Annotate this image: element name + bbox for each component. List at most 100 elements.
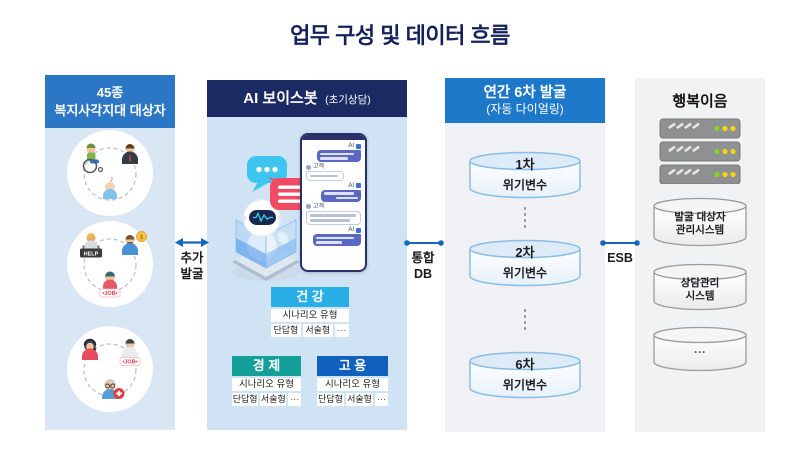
target-group-circle-2: HELP $ JOB xyxy=(67,221,153,307)
category-economy-cell-long: 서술형 xyxy=(260,393,287,406)
crisis-db-cylinder-2: 2차 위기변수 xyxy=(468,238,582,288)
category-employment-scenario: 시나리오 유형 xyxy=(317,378,388,391)
ai-bubble xyxy=(313,234,361,247)
ai-label: AI xyxy=(348,143,354,149)
dot-link-icon xyxy=(404,240,444,246)
ai-voicebot-header: AI 보이스봇 (초기상담) xyxy=(207,80,407,117)
coin-symbol-text: $ xyxy=(140,235,144,241)
job-badge-text: JOB xyxy=(104,291,115,297)
chat-message-list: AI 고객 AI 고객 AI xyxy=(302,140,365,248)
customer-avatar-icon xyxy=(306,204,311,210)
category-employment-cell-long: 서술형 xyxy=(346,393,374,406)
chat-screen: AI 고객 AI 고객 AI xyxy=(300,133,367,272)
crisis-label-1: 위기변수 xyxy=(502,178,548,192)
target-group-3-illustration: JOB xyxy=(82,338,141,399)
ai-voicebot-header-main: AI 보이스봇 xyxy=(243,90,318,107)
ai-label: AI xyxy=(348,182,354,189)
ai-robot-illustration xyxy=(232,156,310,281)
cylinder-shape xyxy=(653,197,747,247)
wheelchair-user-icon xyxy=(82,143,104,174)
category-economy-title: 경 제 xyxy=(232,356,301,376)
panel-happiness-eum: 행복이음 xyxy=(635,78,765,432)
category-health-scenario: 시나리오 유형 xyxy=(271,309,349,322)
cylinder-shape xyxy=(469,351,581,399)
headset-woman-icon xyxy=(82,338,98,360)
customer-avatar-icon xyxy=(306,164,311,170)
target-mgmt-line2: 관리시스템 xyxy=(675,224,725,236)
ai-avatar-icon xyxy=(356,143,361,149)
customer-label: 고객 xyxy=(313,164,325,171)
counsel-mgmt-line2: 시스템 xyxy=(685,290,715,302)
cylinder-shape xyxy=(653,326,747,372)
target-group-2-illustration: HELP $ JOB xyxy=(80,231,147,298)
connector-label-additional-discovery: 추가 발굴 xyxy=(180,251,204,281)
ai-voicebot-header-sub: (초기상담) xyxy=(325,94,371,106)
customer-label: 고객 xyxy=(313,203,325,210)
job-seeker-icon: JOB xyxy=(119,339,141,366)
customer-bubble xyxy=(306,171,344,181)
target-group-circle-3: JOB xyxy=(67,326,153,412)
ellipsis-dots xyxy=(521,207,529,228)
welfare-targets-header-line2: 복지사각지대 대상자 xyxy=(54,103,166,118)
other-system-ellipsis: ··· xyxy=(694,345,706,359)
ai-bubble xyxy=(317,150,361,163)
category-health-cell-short: 단답형 xyxy=(271,324,301,337)
help-badge-text: HELP xyxy=(84,251,99,257)
welfare-targets-header-line1: 45종 xyxy=(96,85,124,100)
counsel-mgmt-system-cylinder: 상담관리 시스템 xyxy=(652,262,748,312)
cylinder-shape xyxy=(469,151,581,199)
job-badge-text: JOB xyxy=(124,360,135,366)
speech-bubble-dots-icon xyxy=(247,156,287,192)
double-arrow-icon xyxy=(175,238,209,247)
ai-label: AI xyxy=(348,227,354,234)
connector-label-esb: ESB xyxy=(607,251,633,265)
infant-icon xyxy=(103,176,117,199)
chat-screen-titlebar xyxy=(302,135,365,140)
help-sign-person-icon: HELP xyxy=(80,233,102,258)
category-box-employment: 고 용 시나리오 유형 단답형 서술형 ⋯ xyxy=(317,356,388,406)
crisis-round-1: 1차 xyxy=(515,157,535,172)
category-box-health: 건 강 시나리오 유형 단답형 서술형 ⋯ xyxy=(271,287,349,337)
annual-discovery-header-sub: (자동 다이얼링) xyxy=(486,102,564,116)
target-mgmt-line1: 발굴 대상자 xyxy=(674,211,726,223)
crisis-round-6: 6차 xyxy=(515,357,535,372)
chat-message-ai: AI xyxy=(306,226,361,247)
ai-avatar-icon xyxy=(356,183,361,189)
crisis-round-2: 2차 xyxy=(515,245,535,260)
ai-avatar-icon xyxy=(356,227,361,233)
category-employment-cell-more: ⋯ xyxy=(375,393,388,406)
crisis-db-cylinder-1: 1차 위기변수 xyxy=(468,150,582,200)
connector-label-integrated-db: 통합 DB xyxy=(411,251,435,281)
businessman-icon xyxy=(122,144,138,164)
target-mgmt-system-cylinder: 발굴 대상자 관리시스템 xyxy=(652,196,748,248)
elderly-patient-icon xyxy=(102,379,125,399)
chat-message-ai: AI xyxy=(306,182,361,202)
cylinder-shape xyxy=(469,239,581,287)
category-economy-cell-short: 단답형 xyxy=(232,393,259,406)
category-health-cell-more: ⋯ xyxy=(334,324,349,337)
other-system-cylinder: ··· xyxy=(652,325,748,373)
category-box-economy: 경 제 시나리오 유형 단답형 서술형 ⋯ xyxy=(232,356,302,406)
category-economy-cell-more: ⋯ xyxy=(288,393,302,406)
category-economy-scenario: 시나리오 유형 xyxy=(232,378,301,391)
target-group-circle-1 xyxy=(67,130,153,216)
page-title: 업무 구성 및 데이터 흐름 xyxy=(290,23,510,48)
category-health-cell-long: 서술형 xyxy=(302,324,333,337)
happiness-eum-title: 행복이음 xyxy=(672,93,728,110)
customer-bubble xyxy=(306,210,361,226)
welfare-targets-header: 45종 복지사각지대 대상자 xyxy=(45,75,175,128)
man-with-coin-icon: $ xyxy=(122,231,147,255)
category-health-title: 건 강 xyxy=(271,287,349,307)
annual-discovery-header-main: 연간 6차 발굴 xyxy=(483,85,567,101)
category-employment-cell-short: 단답형 xyxy=(317,393,345,406)
annual-discovery-header: 연간 6차 발굴 (자동 다이얼링) xyxy=(445,78,605,123)
job-seeker-child-icon: JOB xyxy=(99,271,121,298)
ellipsis-dots xyxy=(521,309,529,330)
crisis-label-6: 위기변수 xyxy=(502,378,548,392)
crisis-label-2: 위기변수 xyxy=(502,266,548,280)
chat-message-customer: 고객 xyxy=(306,163,361,181)
cylinder-shape xyxy=(653,263,747,311)
crisis-db-cylinder-6: 6차 위기변수 xyxy=(468,350,582,400)
chat-message-customer: 고객 xyxy=(306,203,361,226)
